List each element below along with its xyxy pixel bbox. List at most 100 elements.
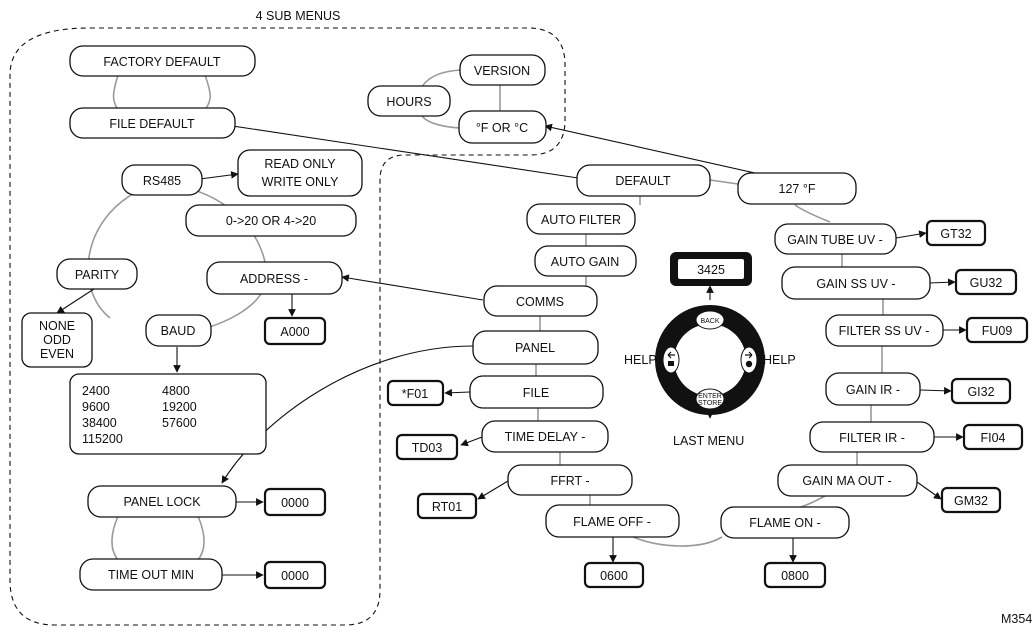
node-baud: BAUD: [145, 314, 212, 347]
svg-text:RS485: RS485: [143, 174, 181, 188]
node-temp-unit: °F OR °C: [458, 110, 547, 144]
svg-text:FILE: FILE: [523, 386, 549, 400]
svg-text:PANEL LOCK: PANEL LOCK: [123, 495, 201, 509]
node-gain-ss-uv: GAIN SS UV -: [781, 266, 931, 300]
svg-text:PARITY: PARITY: [75, 268, 120, 282]
node-rs485: RS485: [121, 164, 203, 196]
value-gain-tube-uv: GT32: [925, 219, 987, 247]
svg-text:57600: 57600: [162, 416, 197, 430]
svg-text:38400: 38400: [82, 416, 117, 430]
svg-text:*F01: *F01: [402, 387, 428, 401]
svg-text:AUTO FILTER: AUTO FILTER: [541, 213, 621, 227]
svg-text:RT01: RT01: [432, 500, 462, 514]
svg-text:3425: 3425: [697, 263, 725, 277]
node-filter-ss-uv: FILTER SS UV -: [825, 314, 944, 347]
svg-text:AUTO GAIN: AUTO GAIN: [551, 255, 620, 269]
value-gain-ma-out: GM32: [940, 486, 1002, 514]
svg-text:GU32: GU32: [970, 276, 1003, 290]
menu-arrows: [56, 119, 967, 579]
submenu-boundary: [9, 27, 566, 626]
svg-text:TIME OUT MIN: TIME OUT MIN: [108, 568, 194, 582]
svg-text:GAIN IR -: GAIN IR -: [846, 383, 900, 397]
svg-text:GM32: GM32: [954, 494, 988, 508]
svg-text:FACTORY DEFAULT: FACTORY DEFAULT: [103, 55, 221, 69]
svg-text:PANEL: PANEL: [515, 341, 555, 355]
svg-text:BACK: BACK: [700, 318, 719, 325]
node-gain-tube-uv: GAIN TUBE UV -: [774, 223, 897, 255]
node-ffrt: FFRT -: [507, 464, 633, 496]
node-file: FILE: [469, 375, 604, 409]
right-arrow-icon: [745, 351, 753, 359]
svg-text:GI32: GI32: [967, 385, 994, 399]
node-panel-lock: PANEL LOCK: [87, 485, 237, 518]
help-right-label: HELP: [763, 353, 796, 367]
value-flame-off: 0600: [583, 561, 645, 589]
value-time-out-min: 0000: [263, 560, 327, 590]
svg-text:9600: 9600: [82, 400, 110, 414]
svg-text:ENTER: ENTER: [698, 393, 722, 400]
svg-text:EVEN: EVEN: [40, 347, 74, 361]
node-read-write: READ ONLY WRITE ONLY: [237, 149, 363, 197]
value-address: A000: [263, 316, 327, 346]
svg-text:ADDRESS -: ADDRESS -: [240, 272, 308, 286]
left-arrow-button[interactable]: [662, 346, 680, 374]
svg-text:FILTER SS UV -: FILTER SS UV -: [839, 324, 930, 338]
svg-text:FLAME OFF -: FLAME OFF -: [573, 515, 651, 529]
svg-text:GAIN MA OUT -: GAIN MA OUT -: [802, 474, 891, 488]
svg-text:0600: 0600: [600, 569, 628, 583]
flame-icon: [745, 360, 753, 368]
value-ffrt: RT01: [416, 492, 478, 520]
node-time-out-min: TIME OUT MIN: [79, 558, 223, 591]
svg-text:A000: A000: [280, 325, 309, 339]
svg-text:FLAME ON -: FLAME ON -: [749, 516, 821, 530]
svg-text:TD03: TD03: [412, 441, 443, 455]
node-comms: COMMS: [483, 285, 598, 317]
node-filter-ir: FILTER IR -: [809, 421, 935, 453]
svg-text:19200: 19200: [162, 400, 197, 414]
figure-id: M3542: [1001, 612, 1032, 626]
back-button[interactable]: BACK: [695, 310, 725, 330]
svg-text:115200: 115200: [82, 432, 123, 446]
node-gain-ir: GAIN IR -: [825, 372, 921, 406]
svg-text:127 °F: 127 °F: [779, 182, 816, 196]
value-filter-ss-uv: FU09: [965, 316, 1029, 344]
right-arrow-button[interactable]: [740, 346, 758, 374]
svg-text:DEFAULT: DEFAULT: [615, 174, 671, 188]
svg-text:FILE DEFAULT: FILE DEFAULT: [109, 117, 195, 131]
menu-loop-curves: [87, 69, 884, 561]
svg-text:HOURS: HOURS: [386, 95, 431, 109]
node-time-delay: TIME DELAY -: [481, 420, 609, 453]
svg-text:NONE: NONE: [39, 319, 75, 333]
svg-text:WRITE ONLY: WRITE ONLY: [262, 175, 340, 189]
svg-text:0000: 0000: [281, 496, 309, 510]
svg-text:FFRT -: FFRT -: [550, 474, 589, 488]
svg-text:0800: 0800: [781, 569, 809, 583]
node-gain-ma-out: GAIN MA OUT -: [777, 464, 918, 497]
last-menu-label: LAST MENU: [673, 434, 744, 448]
svg-text:2400: 2400: [82, 384, 110, 398]
node-flame-on: FLAME ON -: [720, 506, 850, 539]
svg-text:GAIN TUBE UV -: GAIN TUBE UV -: [787, 233, 883, 247]
value-filter-ir: FI04: [962, 423, 1024, 451]
value-flame-on: 0800: [763, 561, 827, 589]
node-factory-default: FACTORY DEFAULT: [69, 45, 256, 77]
svg-text:FU09: FU09: [982, 324, 1013, 338]
svg-text:GT32: GT32: [940, 227, 971, 241]
svg-text:0000: 0000: [281, 569, 309, 583]
node-file-default: FILE DEFAULT: [69, 107, 236, 139]
node-parity: PARITY: [56, 258, 138, 290]
value-gain-ss-uv: GU32: [954, 268, 1018, 296]
svg-text:TIME DELAY -: TIME DELAY -: [505, 430, 586, 444]
svg-text:STORE: STORE: [698, 400, 722, 407]
node-baud-rates: 2400 4800 9600 19200 38400 57600 115200: [69, 373, 267, 455]
value-file: *F01: [386, 379, 445, 407]
enter-store-button[interactable]: ENTER STORE: [695, 388, 725, 410]
keypad-ring: [655, 305, 765, 415]
svg-text:BAUD: BAUD: [161, 324, 196, 338]
svg-text:READ ONLY: READ ONLY: [264, 157, 336, 171]
svg-text:FILTER IR -: FILTER IR -: [839, 431, 905, 445]
value-panel-lock: 0000: [263, 487, 327, 517]
svg-text:FI04: FI04: [980, 431, 1005, 445]
node-panel: PANEL: [472, 330, 599, 365]
